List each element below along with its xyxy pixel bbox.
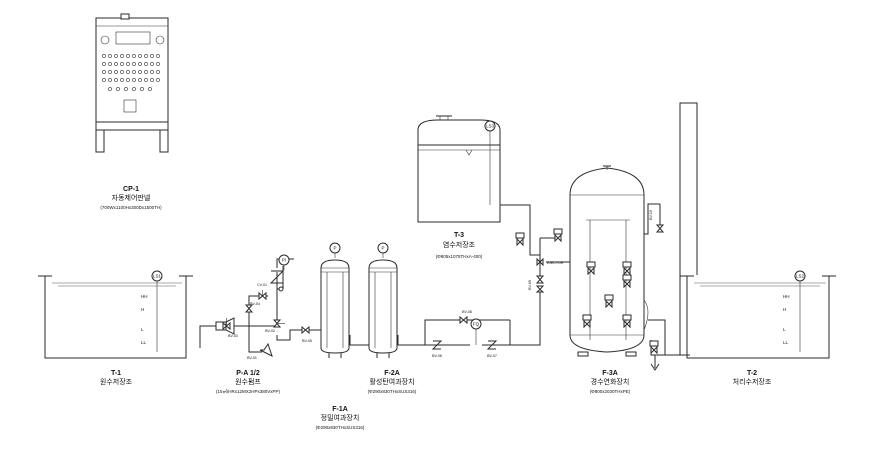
f2a-spec: (Φ290x830THxSUS316)	[368, 389, 417, 394]
f1a-name: 정밀여과장치	[321, 413, 360, 422]
f3a-spec: (Φ800x2030THxPE)	[590, 389, 631, 394]
f1a-code: F-1A	[332, 406, 348, 413]
bv06-label: BV-06	[432, 354, 442, 358]
t2-code: T-2	[747, 370, 757, 377]
valve-bv10: BV-10	[649, 210, 665, 233]
f3a-name: 경수연화장치	[591, 377, 630, 386]
t1-level-hh: HH	[141, 294, 148, 299]
fq-label: FQ	[473, 322, 480, 327]
t2-level-l: L	[783, 327, 786, 332]
pi-label: PI	[282, 258, 286, 263]
auto-valve-inlet	[553, 228, 563, 243]
t1-name: 원수저장조	[100, 377, 133, 386]
cp1-code: CP-1	[123, 186, 139, 193]
bv02-label: BV-02	[265, 329, 275, 333]
f1a-spec: (Φ290x830THxSUS316)	[316, 425, 365, 430]
t2-name: 처리수저장조	[733, 377, 772, 386]
f2a-code: F-2A	[384, 370, 400, 377]
softener-valve-group	[582, 261, 632, 329]
valve-bv04: BV-04	[250, 290, 267, 306]
valve-bv01: BV-01	[244, 304, 257, 360]
valve-bv02: BV-02	[265, 319, 285, 333]
t2-level-hh: HH	[783, 294, 790, 299]
pump-name: 원수펌프	[235, 377, 261, 386]
t2-level-h: H	[783, 307, 786, 312]
auto-valve-t3-outlet	[515, 232, 525, 247]
valve-bv03: BV-03	[222, 318, 238, 338]
softener-f3a: F-3A 경수연화장치 (Φ800x2030THxPE)	[569, 165, 649, 394]
auto-valve-outlet	[649, 340, 659, 355]
bv08-label: BV-08	[462, 310, 472, 314]
flow-meter-fq: FQ	[470, 318, 482, 345]
pump-code: P-A 1/2	[236, 370, 260, 377]
pressure-indicator-pi: PI	[278, 254, 290, 270]
t3-sensor-label: LS3	[486, 124, 495, 129]
t1-level-l: L	[141, 327, 144, 332]
bv07-label: BV-07	[487, 354, 497, 358]
cp1-name: 자동제어판넬	[112, 193, 151, 202]
ejector: EJECTOR	[536, 257, 564, 267]
valve-bv07: BV-07	[486, 340, 498, 358]
t2-sensor-label: LS2	[796, 274, 805, 279]
f3a-code: F-3A	[602, 370, 618, 377]
bv05-label: BV-05	[302, 339, 312, 343]
f2a-name: 활성탄여과장치	[369, 377, 414, 386]
t2-level-ll: LL	[783, 340, 789, 345]
valve-bv05: BV-05	[301, 325, 318, 343]
bv04-label: BV-04	[250, 302, 260, 306]
cp1-spec: (700Wx1100Hx300Dx1500TH)	[100, 205, 162, 210]
t3-code: T-3	[454, 232, 464, 239]
bv10-label: BV-10	[649, 210, 653, 220]
pump-spec: (15㎥/HRx12MX2HPx380VxPP)	[216, 388, 281, 394]
filter-f2a: P F-2A 활성탄여과장치 (Φ290x830THxSUS316)	[368, 242, 417, 394]
cv01-label: CV-01	[257, 283, 267, 287]
t1-code: T-1	[111, 370, 121, 377]
t3-spec: (Φ805x1075THxA-400)	[436, 254, 483, 259]
t3-name: 염수저장조	[443, 240, 476, 249]
tank-t1: LS1 HH H L LL T-1 원수저장조	[38, 270, 193, 386]
bv01-label: BV-01	[247, 356, 257, 360]
filter-f1a: P F-1A 정밀여과장치 (Φ290x830THxSUS316)	[316, 242, 365, 430]
bv03-label: BV-03	[228, 334, 238, 338]
valve-bv09: BV-09	[528, 275, 545, 293]
control-panel-cp1: CP-1 자동제어판넬 (700Wx1100Hx300Dx1500TH)	[95, 13, 169, 210]
check-valve-cv01: CV-01	[257, 270, 285, 287]
t1-level-ll: LL	[141, 340, 147, 345]
t1-sensor-label: LS1	[153, 274, 162, 279]
indicator-lamps	[102, 54, 160, 91]
ejector-label: EJECTOR	[547, 261, 564, 265]
tank-t3: LS3 T-3 염수저장조 (Φ805x1075THxA-400)	[417, 115, 501, 259]
vent-column	[679, 102, 698, 355]
valve-bv06: BV-06	[431, 340, 443, 358]
f1a-pressure-gauge: P	[333, 246, 336, 251]
f2a-pressure-gauge: P	[381, 246, 384, 251]
t1-level-h: H	[141, 307, 144, 312]
bv09-label: BV-09	[528, 280, 532, 290]
tank-t2: LS2 HH H L LL T-2 처리수저장조	[680, 270, 836, 386]
